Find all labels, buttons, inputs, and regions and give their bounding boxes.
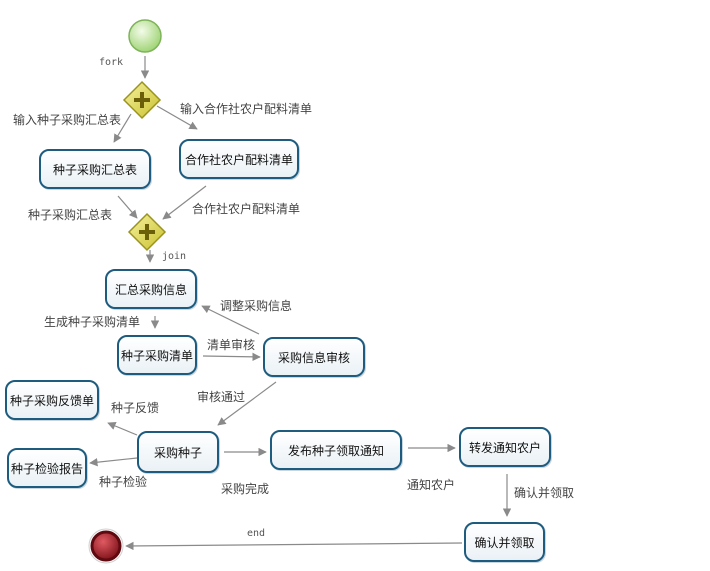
label-seed-feedback: 种子反馈 — [111, 401, 160, 415]
label-seed-inspection: 种子检验 — [99, 475, 148, 489]
label-input-seed-summary: 输入种子采购汇总表 — [13, 113, 122, 127]
label-adjust: 调整采购信息 — [220, 299, 293, 313]
task-coop-list[interactable]: 合作社农户配料清单 — [179, 139, 299, 179]
edge-purchase-feedback — [107, 422, 138, 436]
end-event — [88, 528, 124, 564]
task-feedback[interactable]: 种子采购反馈单 — [5, 380, 99, 420]
label-fork: fork — [99, 57, 124, 68]
task-summarize[interactable]: 汇总采购信息 — [105, 269, 197, 309]
task-seed-list[interactable]: 种子采购清单 — [117, 335, 197, 375]
edge-coop-join — [162, 185, 207, 220]
edge-purchase-inspection — [89, 457, 138, 467]
start-event — [128, 19, 162, 53]
join-gateway — [127, 212, 167, 252]
task-confirm[interactable]: 确认并领取 — [464, 522, 545, 562]
label-notify-farmers: 通知农户 — [407, 478, 456, 492]
label-input-coop-list: 输入合作社农户配料清单 — [180, 102, 313, 116]
label-coop-list: 合作社农户配料清单 — [192, 202, 301, 216]
edge-review-summarize — [201, 305, 260, 335]
edge-summary-join — [117, 195, 138, 219]
label-approved: 审核通过 — [197, 390, 246, 404]
task-seed-summary[interactable]: 种子采购汇总表 — [39, 149, 151, 189]
label-end: end — [247, 528, 266, 539]
edge-fork-summary — [113, 113, 132, 143]
label-generate-list: 生成种子采购清单 — [44, 315, 141, 329]
task-publish[interactable]: 发布种子领取通知 — [270, 430, 402, 470]
edge-fork-coop — [156, 105, 198, 130]
label-seed-summary: 种子采购汇总表 — [28, 208, 113, 222]
label-confirm-collect: 确认并领取 — [514, 486, 575, 500]
edge-review-purchase — [217, 381, 277, 426]
edge-list-review — [202, 352, 261, 362]
label-list-review: 清单审核 — [207, 338, 256, 352]
task-purchase[interactable]: 采购种子 — [137, 431, 219, 473]
label-purchase-done: 采购完成 — [221, 482, 270, 496]
task-inspection[interactable]: 种子检验报告 — [7, 448, 87, 488]
task-review[interactable]: 采购信息审核 — [263, 337, 365, 377]
fork-gateway — [122, 80, 162, 120]
label-join: join — [162, 251, 187, 262]
edge-confirm-end — [125, 541, 463, 551]
task-forward[interactable]: 转发通知农户 — [459, 427, 551, 467]
